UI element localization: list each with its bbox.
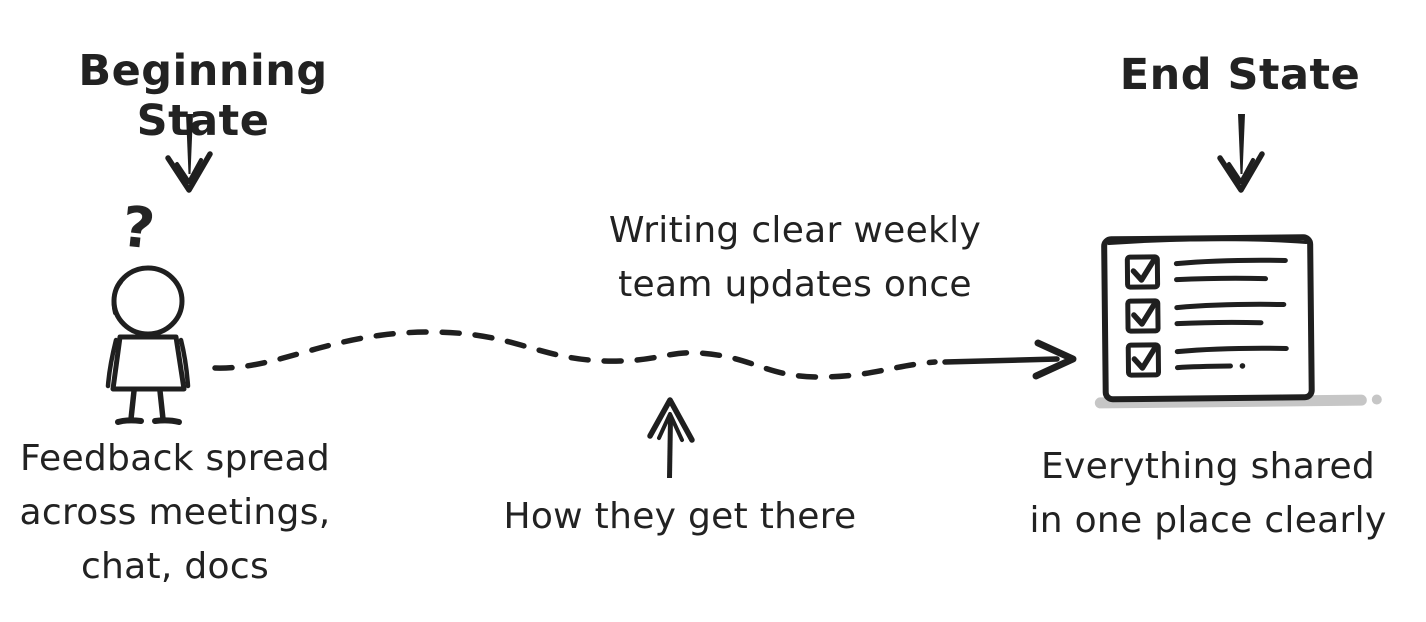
end-state-label: End State — [1119, 50, 1361, 100]
end-caption: Everything shared in one place clearly — [1029, 446, 1387, 541]
journey-dashed-path-icon — [212, 329, 1077, 380]
journey-method-caption: Writing clear weekly team updates once — [608, 210, 982, 305]
up-arrow-icon — [647, 397, 695, 478]
beginning-caption: Feedback spread across meetings, chat, d… — [19, 438, 331, 587]
down-arrow-icon — [165, 114, 213, 193]
journey-how-caption: How they get there — [503, 496, 857, 537]
beginning-state-label: Beginning State — [78, 46, 328, 146]
question-mark: ? — [118, 194, 158, 263]
checklist-icon — [1094, 234, 1382, 409]
stick-figure-icon — [105, 265, 191, 425]
down-arrow-icon — [1217, 114, 1265, 193]
